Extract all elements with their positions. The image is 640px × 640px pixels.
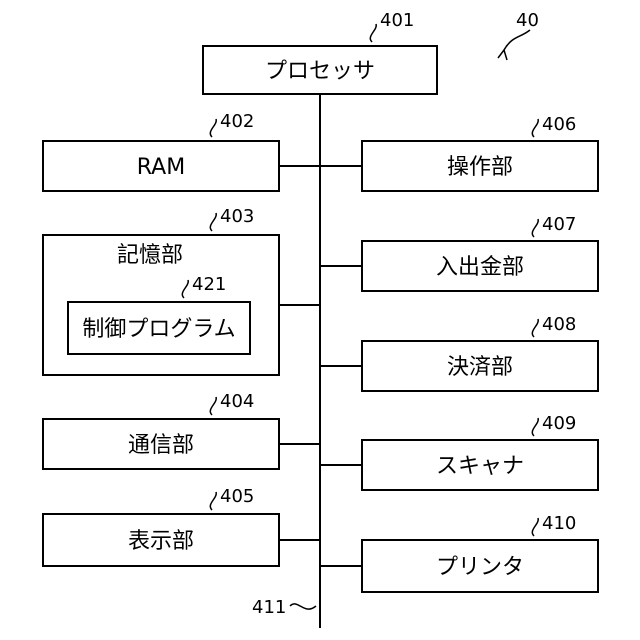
communication-label: 通信部: [128, 433, 194, 458]
printer-block: プリンタ 410: [320, 513, 598, 592]
printer-ref-leader: [532, 518, 538, 536]
communication-block: 通信部 404: [43, 391, 320, 469]
printer-label: プリンタ: [436, 555, 524, 580]
processor-block: プロセッサ 401: [203, 10, 437, 94]
control-program-ref-number: 421: [192, 274, 226, 295]
scanner-label: スキャナ: [436, 454, 524, 479]
ram-ref-leader: [210, 119, 216, 137]
processor-label: プロセッサ: [265, 59, 375, 84]
bus-ref-leader: [290, 604, 316, 609]
cash-io-label: 入出金部: [436, 255, 524, 280]
operation-ref-leader: [532, 119, 538, 137]
cash-io-ref-leader: [532, 219, 538, 237]
payment-label: 決済部: [447, 355, 513, 380]
operation-block: 操作部 406: [320, 114, 598, 191]
communication-ref-number: 404: [220, 391, 254, 412]
display-ref-number: 405: [220, 486, 254, 507]
storage-ref-number: 403: [220, 206, 254, 227]
ram-ref-number: 402: [220, 111, 254, 132]
storage-ref-leader: [210, 213, 216, 231]
scanner-ref-number: 409: [542, 413, 576, 434]
display-ref-leader: [210, 492, 216, 510]
payment-ref-number: 408: [542, 314, 576, 335]
payment-ref-leader: [532, 319, 538, 337]
scanner-block: スキャナ 409: [320, 413, 598, 490]
processor-ref-number: 401: [380, 10, 414, 31]
bus-ref-number: 411: [252, 597, 286, 618]
display-label: 表示部: [128, 529, 194, 554]
figure-reference: 40: [498, 10, 539, 60]
storage-block: 記憶部 403 制御プログラム 421: [43, 206, 320, 375]
bus-reference: 411: [252, 597, 316, 618]
payment-block: 決済部 408: [320, 314, 598, 391]
ram-label: RAM: [137, 155, 185, 180]
cash-io-ref-number: 407: [542, 214, 576, 235]
processor-ref-leader: [370, 24, 376, 42]
operation-label: 操作部: [447, 155, 513, 180]
figure-ref-leader: [504, 30, 530, 50]
scanner-ref-leader: [532, 418, 538, 436]
figure-ref-number: 40: [516, 10, 539, 31]
operation-ref-number: 406: [542, 114, 576, 135]
communication-ref-leader: [210, 397, 216, 415]
storage-label: 記憶部: [117, 243, 183, 268]
display-block: 表示部 405: [43, 486, 320, 566]
printer-ref-number: 410: [542, 513, 576, 534]
figure-ref-arrowhead: [498, 50, 507, 60]
cash-io-block: 入出金部 407: [320, 214, 598, 291]
control-program-label: 制御プログラム: [82, 317, 235, 342]
ram-block: RAM 402: [43, 111, 320, 191]
